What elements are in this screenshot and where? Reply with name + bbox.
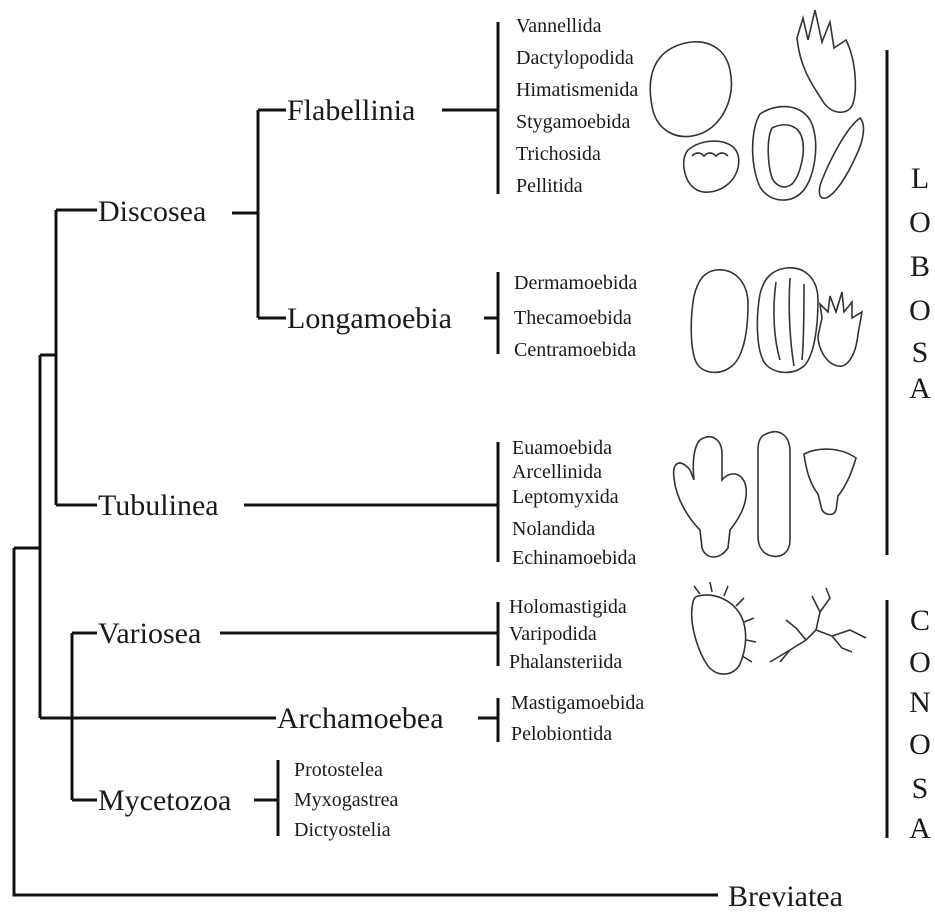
clade-flabellinia: Flabellinia: [287, 94, 415, 127]
conosa-letter: O: [909, 646, 931, 679]
thecamoebid-cell-illustration: [757, 268, 818, 373]
order-label: Echinamoebida: [512, 547, 637, 569]
conosa-letter: S: [912, 772, 929, 805]
lobosa-letter: O: [909, 294, 931, 327]
holomastigid-cell-illustration: [692, 595, 746, 674]
order-label: Mastigamoebida: [511, 692, 644, 714]
amoeba-illustrations: [650, 10, 866, 674]
dermamoebid-cell-illustration: [691, 270, 748, 373]
clade-archamoebea: Archamoebea: [277, 702, 444, 735]
centramoebid-cell-illustration: [818, 292, 862, 366]
arcellinid-cell-illustration: [758, 432, 790, 557]
conosa-letter: N: [909, 686, 931, 719]
clade-tubulinea: Tubulinea: [98, 489, 219, 522]
order-label: Trichosida: [516, 143, 601, 165]
order-label: Varipodida: [509, 623, 597, 645]
clade-discosea: Discosea: [98, 195, 206, 228]
lobosa-letter: L: [911, 162, 929, 195]
order-label: Centramoebida: [514, 339, 636, 361]
order-label: Holomastigida: [509, 596, 627, 618]
order-label: Euamoebida: [512, 437, 612, 459]
order-label: Dermamoebida: [514, 272, 637, 294]
order-label: Myxogastrea: [294, 789, 399, 811]
order-label: Vannellida: [516, 15, 602, 37]
group-conosa: C O N O S A: [887, 600, 931, 845]
lobosa-letter: B: [910, 250, 930, 283]
conosa-letter: O: [909, 728, 931, 761]
conosa-letter: C: [910, 604, 930, 637]
order-label: Arcellinida: [512, 461, 602, 483]
order-label: Dactylopodida: [516, 47, 634, 69]
lobosa-letter: S: [912, 336, 929, 369]
branch-discosea-node: [232, 110, 258, 318]
lobosa-letter: A: [909, 372, 931, 405]
group-lobosa: L O B O S A: [887, 50, 931, 555]
leptomyxid-cell-illustration: [804, 449, 856, 514]
order-label: Stygamoebida: [516, 111, 631, 133]
varipodid-network-illustration: [770, 588, 866, 662]
euamoebid-cell-illustration: [674, 437, 747, 557]
trichosid-cell-illustration: [684, 141, 739, 192]
clade-breviatea: Breviatea: [728, 880, 843, 913]
clade-variosea: Variosea: [98, 617, 201, 650]
order-label: Protostelea: [294, 759, 383, 781]
order-label: Pellitida: [516, 175, 583, 197]
order-label: Nolandida: [512, 518, 595, 540]
dactylopodid-cell-illustration: [797, 10, 855, 112]
order-label: Phalansteriida: [509, 651, 622, 673]
order-label: Leptomyxida: [512, 486, 619, 508]
trichosid-scales-illustration: [692, 153, 728, 156]
conosa-letter: A: [909, 812, 931, 845]
lobosa-letter: O: [909, 206, 931, 239]
vannellid-cell-illustration: [650, 42, 731, 137]
order-label: Thecamoebida: [514, 307, 632, 329]
order-label: Pelobiontida: [511, 723, 612, 745]
order-label: Dictyostelia: [294, 819, 391, 841]
stygamoebid-cell-illustration: [819, 118, 863, 198]
clade-longamoebia: Longamoebia: [287, 302, 452, 335]
order-label: Himatismenida: [516, 79, 638, 101]
clade-mycetozoa: Mycetozoa: [98, 784, 231, 817]
